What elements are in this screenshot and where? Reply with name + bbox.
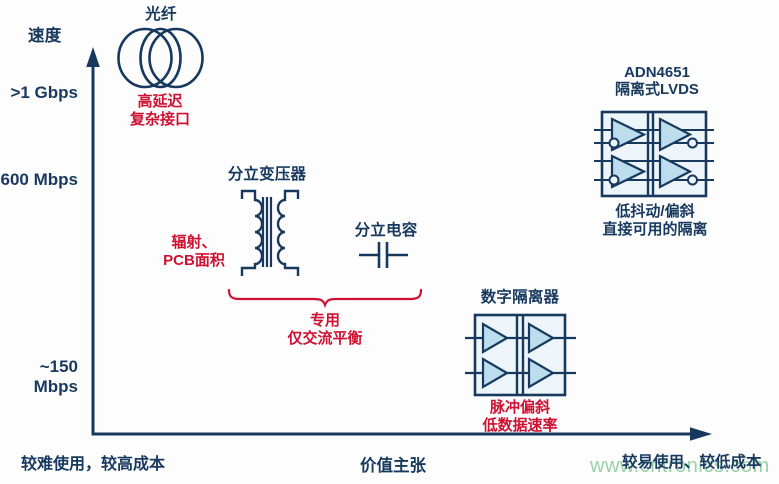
group-drawback-line: 仅交流平衡	[287, 329, 363, 347]
adn4651-benefit-line: 低抖动/偏斜	[615, 203, 695, 220]
digital-isolator-icon	[465, 313, 576, 397]
digital-isolator-title: 数字隔离器	[480, 289, 560, 306]
adn4651-title-line: 隔离式LVDS	[615, 80, 699, 98]
x-axis-arrowhead-icon	[690, 427, 712, 441]
capacitor-icon	[359, 242, 408, 268]
y-tick-150mbps: ~150 Mbps	[33, 357, 78, 396]
digital-isolator-drawback-line: 低数据速率	[482, 416, 558, 434]
fiber-title: 光纤	[145, 6, 177, 23]
y-axis-title: 速度	[28, 27, 62, 45]
adn4651-benefit-line: 直接可用的隔离	[602, 220, 708, 238]
x-axis-center-label: 价值主张	[360, 457, 426, 475]
group-brace-icon	[227, 288, 423, 308]
y-tick-600mbps: 600 Mbps	[0, 170, 78, 189]
group-drawbacks: 专用 仅交流平衡	[265, 312, 385, 347]
transformer-drawbacks: 辐射、 PCB面积	[134, 234, 254, 269]
transformer-title: 分立变压器	[227, 166, 307, 183]
digital-isolator-drawbacks: 脉冲偏斜 低数据速率	[450, 399, 590, 434]
group-drawback-line: 专用	[309, 312, 340, 329]
x-axis-left-label: 较难使用，较高成本	[21, 456, 166, 473]
adn4651-title-line: ADN4651	[624, 64, 690, 81]
x-axis-right-label: 较易使用、较低成本	[622, 454, 762, 471]
lvds-isolator-icon	[594, 110, 714, 198]
adn4651-title: ADN4651 隔离式LVDS	[587, 64, 727, 98]
fiber-rings-icon	[117, 27, 204, 89]
fiber-drawback-line: 高延迟	[137, 93, 183, 110]
adn4651-benefits: 低抖动/偏斜 直接可用的隔离	[580, 203, 730, 238]
capacitor-title: 分立电容	[354, 222, 418, 239]
y-tick-1gbps: >1 Gbps	[10, 83, 78, 102]
digital-isolator-drawback-line: 脉冲偏斜	[489, 399, 550, 416]
watermark: www.cntronics.com	[590, 455, 770, 477]
fiber-drawbacks: 高延迟 复杂接口	[110, 93, 210, 128]
fiber-drawback-line: 复杂接口	[129, 110, 190, 128]
transformer-drawback-line: PCB面积	[163, 251, 225, 269]
y-axis-arrowhead-icon	[86, 47, 100, 67]
transformer-drawback-line: 辐射、	[171, 234, 217, 251]
transformer-icon	[240, 189, 300, 276]
